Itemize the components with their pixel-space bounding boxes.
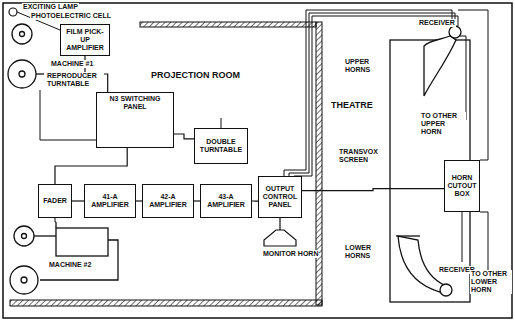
machine-label: MACHINE #1: [50, 60, 94, 68]
part-label: PHOTOELECTRIC CELL: [30, 12, 112, 20]
machine-2: [10, 222, 118, 294]
box-label: 41-A AMPLIFIER: [87, 193, 133, 209]
room-label: PROJECTION ROOM: [150, 70, 241, 80]
part-label: TRANSVOX SCREEN: [338, 148, 388, 164]
amplifier-box: 43-A AMPLIFIER: [200, 184, 252, 218]
frame: [3, 3, 512, 318]
machine-1: [8, 24, 44, 88]
turntable-box: DOUBLE TURNTABLE: [194, 128, 248, 164]
wire: [221, 118, 222, 128]
box-label: OUTPUT CONTROL PANEL: [261, 185, 299, 209]
part-label: UPPER HORNS: [344, 58, 388, 74]
connector: [302, 189, 444, 191]
connector: [72, 201, 84, 202]
wall: [140, 22, 316, 27]
room-label: THEATRE: [330, 100, 374, 110]
part-label: EXCITING LAMP: [22, 3, 79, 11]
part-label: TO OTHER UPPER HORN: [420, 112, 466, 136]
box-label: 42-A AMPLIFIER: [145, 193, 191, 209]
wall: [316, 22, 322, 305]
box-label: DOUBLE TURNTABLE: [197, 138, 245, 154]
connector: [174, 134, 194, 139]
switching-panel: N3 SWITCHING PANEL: [96, 92, 174, 148]
part-label: LOWER HORNS: [344, 244, 388, 260]
control-panel: OUTPUT CONTROL PANEL: [258, 176, 302, 218]
part-label: REPRODUCER TURNTABLE: [46, 72, 104, 88]
fader-box: FADER: [38, 184, 72, 218]
box-label: HORN CUTOUT BOX: [447, 174, 477, 198]
machine-label: MACHINE #2: [48, 261, 92, 269]
wall: [10, 300, 322, 306]
box-label: N3 SWITCHING PANEL: [99, 95, 171, 111]
monitor-horn: [264, 218, 296, 246]
part-label: MONITOR HORN: [262, 250, 319, 258]
wire: [462, 212, 463, 262]
part-label: RECEIVER: [418, 19, 456, 27]
amplifier-box: 41-A AMPLIFIER: [84, 184, 136, 218]
wire-bundle: [284, 10, 488, 290]
wire: [460, 36, 466, 120]
connector: [55, 148, 127, 184]
amplifier-box: 42-A AMPLIFIER: [142, 184, 194, 218]
box-label: FADER: [43, 197, 67, 205]
exciting-lamp: [9, 8, 17, 16]
wire: [40, 90, 96, 140]
part-label: TO OTHER LOWER HORN: [470, 270, 512, 294]
cutout-box: HORN CUTOUT BOX: [444, 160, 480, 212]
box-label: FILM PICK-UP AMPLIFIER: [63, 28, 107, 52]
box-label: 43-A AMPLIFIER: [203, 193, 249, 209]
wire: [55, 218, 56, 222]
amplifier-box: FILM PICK-UP AMPLIFIER: [60, 24, 110, 56]
upper-horn: [424, 26, 461, 96]
